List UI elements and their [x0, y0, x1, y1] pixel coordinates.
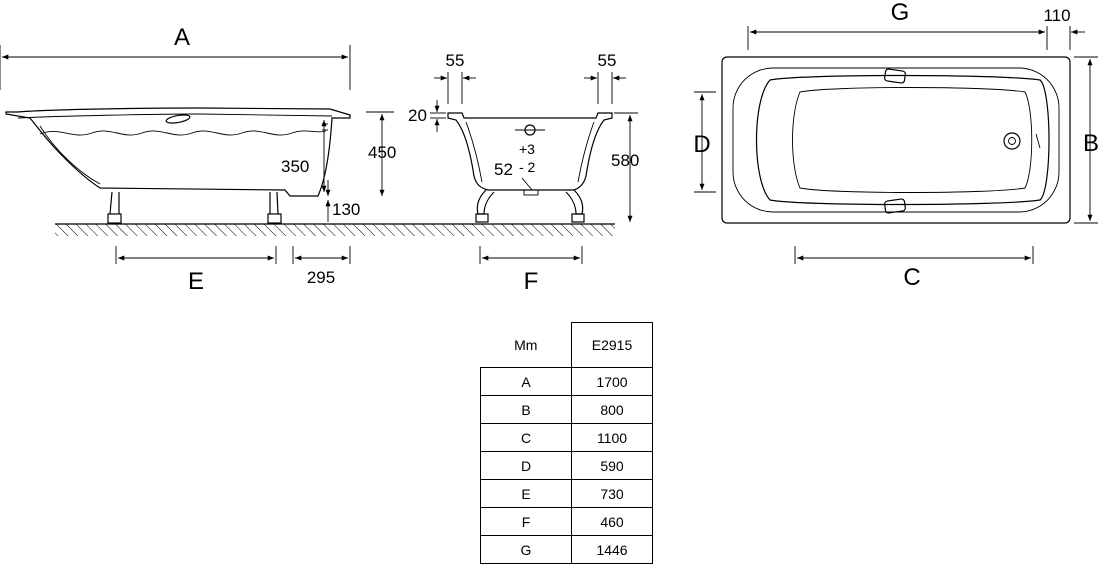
label-e: E [188, 268, 204, 295]
table-cell-value: 1700 [571, 367, 653, 396]
dim-20: 20 [408, 106, 427, 125]
table-row: A 1700 [480, 367, 653, 396]
side-leg-right [267, 191, 282, 224]
label-d: D [693, 131, 710, 158]
top-view: G 110 D B C [693, 0, 1099, 291]
side-rim-line [17, 113, 333, 119]
end-inner-rim [465, 121, 595, 183]
dim-350: 350 [281, 157, 309, 176]
dim-130: 130 [332, 200, 360, 219]
dim-55-left: 55 [446, 51, 465, 70]
end-tub-outline [447, 112, 613, 191]
side-view: A 450 350 130 E 295 [0, 24, 615, 295]
dim-450: 450 [368, 143, 396, 162]
table-cell-key: A [480, 367, 572, 396]
top-inner-rim [732, 67, 1060, 213]
table-cell-key: G [480, 535, 572, 564]
table-row: C 1100 [480, 423, 653, 452]
end-leg-left [475, 189, 495, 223]
table-cell-key: C [480, 423, 572, 452]
top-drain-inner [1008, 137, 1016, 145]
side-drain-grip [165, 114, 191, 124]
dimensions-table: Mm E2915 A 1700 B 800 C 1100 D 590 E 730… [480, 322, 653, 564]
table-cell-value: 730 [571, 479, 653, 508]
top-basin-outline [755, 74, 1050, 206]
table-header-unit: Mm [480, 322, 572, 368]
table-cell-value: 590 [571, 451, 653, 480]
table-row: G 1446 [480, 535, 653, 564]
tol-base: 52 [494, 160, 513, 179]
top-basin-inner [792, 87, 1033, 193]
label-a: A [174, 24, 190, 51]
table-row: F 460 [480, 507, 653, 536]
side-water-line [39, 130, 327, 136]
label-c: C [903, 264, 920, 291]
dim-580: 580 [611, 151, 639, 170]
tol-minus: - 2 [519, 159, 536, 175]
top-grip-upper [884, 68, 906, 84]
label-g: G [891, 0, 910, 26]
floor-hatch [55, 224, 615, 236]
table-header-model: E2915 [571, 322, 653, 368]
table-row: B 800 [480, 395, 653, 424]
table-cell-value: 1446 [571, 535, 653, 564]
top-drain-outer [1003, 132, 1021, 150]
dim-295: 295 [307, 268, 335, 287]
table-cell-key: D [480, 451, 572, 480]
end-leg-right [565, 189, 585, 223]
end-view: +3 52 - 2 55 55 20 [408, 51, 639, 295]
table-cell-value: 460 [571, 507, 653, 536]
table-row: E 730 [480, 479, 653, 508]
side-inner-wall [39, 125, 101, 185]
table-cell-key: F [480, 507, 572, 536]
table-cell-value: 800 [571, 395, 653, 424]
label-b: B [1083, 130, 1099, 157]
table-cell-value: 1100 [571, 423, 653, 452]
side-leg-left [107, 191, 122, 224]
table-cell-key: B [480, 395, 572, 424]
label-f: F [524, 268, 539, 295]
table-cell-key: E [480, 479, 572, 508]
dim-55-right: 55 [598, 51, 617, 70]
dim-110: 110 [1043, 6, 1070, 25]
top-outer-rim [721, 56, 1071, 224]
top-grip-lower [884, 198, 906, 214]
side-tub-outline [5, 107, 351, 197]
table-header-row: Mm E2915 [480, 322, 653, 368]
table-row: D 590 [480, 451, 653, 480]
tol-plus: +3 [519, 141, 535, 157]
